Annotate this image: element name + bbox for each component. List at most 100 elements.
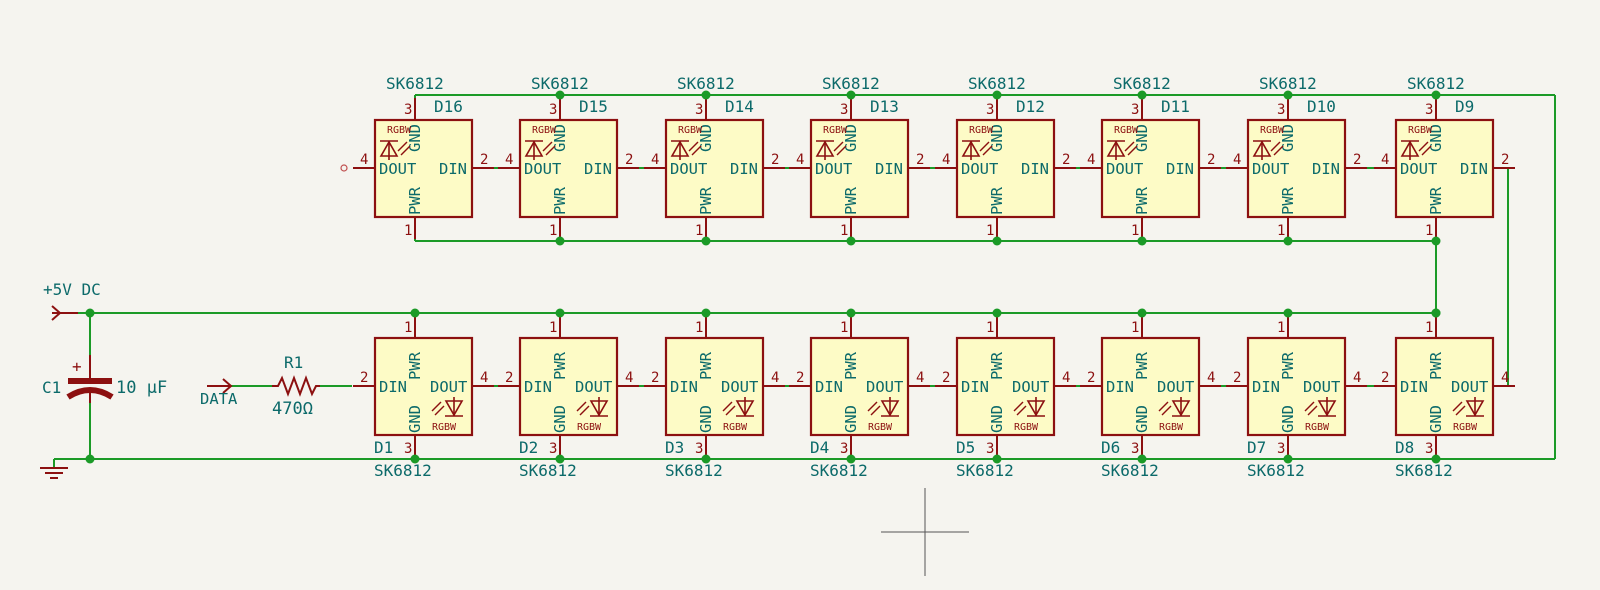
pin-num-1: 1 [986,223,994,239]
led-diode-icon [524,140,556,160]
led-diode-icon [576,397,609,417]
pin-label-pwr: PWR [551,351,569,380]
led-body [373,336,474,437]
junction-dot [555,308,565,318]
junction-dot [992,308,1002,318]
led-body [1246,118,1347,219]
pin-label-dout: DOUT [379,160,416,178]
rgbw-label: RGBW [1014,422,1039,433]
led-body [809,118,910,219]
pin-num-3: 3 [549,102,557,118]
led-diode-icon [815,140,847,160]
pin-label-pwr: PWR [551,186,569,215]
cursor-crosshair-icon [881,488,969,576]
led-body [1394,118,1495,219]
rgbw-label: RGBW [868,422,893,433]
pin-label-pwr: PWR [988,186,1006,215]
junction-dot [701,236,711,246]
pin-num-2: 2 [1233,370,1241,386]
resistor-r1[interactable]: R1 470Ω [272,353,320,419]
junction-dot [85,308,95,318]
pin-num-2: 2 [625,152,633,168]
pin-num-4: 4 [1233,152,1241,168]
pin-num-3: 3 [404,441,412,457]
pin-num-2: 2 [360,370,368,386]
pin-num-4: 4 [796,152,804,168]
led-diode-icon [1400,140,1432,160]
led-diode-icon [1252,140,1284,160]
led-part: SK6812 [665,461,723,480]
pin-label-din: DIN [670,378,698,396]
led-diode-icon [722,397,755,417]
pin-label-din: DIN [1400,378,1428,396]
pin-num-3: 3 [404,102,412,118]
led-ref: D15 [579,97,608,116]
pin-num-2: 2 [771,152,779,168]
capacitor-c1[interactable]: + C1 10 µF [42,355,167,403]
led-diode-icon [961,140,993,160]
input-port-data[interactable]: DATA [200,378,238,408]
pin-num-4: 4 [1207,370,1215,386]
pin-label-dout: DOUT [1451,378,1488,396]
pin-num-3: 3 [549,441,557,457]
junction-dot [992,236,1002,246]
pin-label-dout: DOUT [866,378,903,396]
junction-dot [701,454,711,464]
led-body [664,118,765,219]
led-body [1394,336,1495,437]
pin-num-4: 4 [942,152,950,168]
pin-num-3: 3 [695,102,703,118]
pin-label-pwr: PWR [988,351,1006,380]
pin-label-dout: DOUT [1303,378,1340,396]
pin-num-1: 1 [404,223,412,239]
pin-label-gnd: GND [988,405,1006,433]
led-part: SK6812 [531,74,589,93]
cap-value: 10 µF [116,378,167,398]
junction-dot [846,236,856,246]
pin-num-4: 4 [1381,152,1389,168]
led-part: SK6812 [519,461,577,480]
pin-label-pwr: PWR [697,186,715,215]
pin-label-gnd: GND [697,405,715,433]
led-ref: D5 [956,438,975,457]
led-diode-icon [1452,397,1485,417]
pin-label-din: DIN [439,160,467,178]
pin-label-gnd: GND [842,124,860,152]
pin-num-4: 4 [625,370,633,386]
junction-dot [846,308,856,318]
pin-num-3: 3 [695,441,703,457]
junction-dot [1137,90,1147,100]
pin-num-1: 1 [695,223,703,239]
pin-label-gnd: GND [551,405,569,433]
junction-dot [555,454,565,464]
pin-num-3: 3 [840,102,848,118]
cap-plus-sign: + [72,357,82,376]
pin-num-2: 2 [1353,152,1361,168]
junction-dot [1283,308,1293,318]
power-port-vcc[interactable]: +5V DC [43,280,101,321]
junction-dot [555,236,565,246]
led-body [518,118,619,219]
pin-num-3: 3 [1131,102,1139,118]
led-diode-icon [1106,140,1138,160]
pin-label-dout: DOUT [1106,160,1143,178]
cap-plate-bottom [66,387,114,400]
